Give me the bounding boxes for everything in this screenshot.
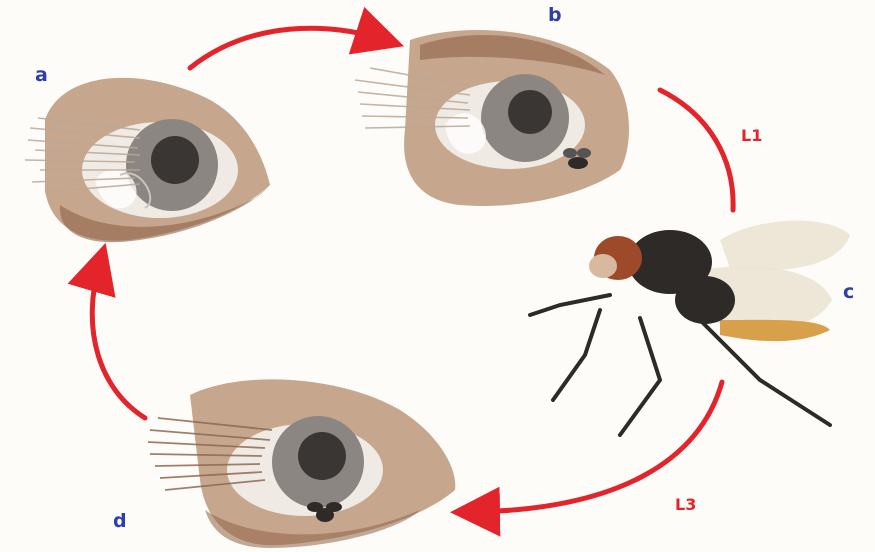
panel-label-d: d — [113, 510, 127, 532]
eye-illustration-a — [25, 78, 270, 242]
stage-label-l1: L1 — [741, 126, 762, 145]
arrow-a-to-b — [190, 28, 385, 68]
arrow-b-to-c — [660, 90, 733, 210]
fly-illustration-c — [530, 221, 850, 435]
stage-label-l3: L3 — [675, 495, 696, 514]
eye-illustration-d — [148, 379, 455, 548]
eye-illustration-b — [355, 30, 629, 206]
arrow-d-to-a — [92, 262, 145, 418]
panel-label-b: b — [548, 4, 562, 26]
panel-label-a: a — [35, 64, 48, 86]
panel-label-c: c — [843, 281, 854, 303]
arrow-c-to-d — [470, 382, 722, 512]
